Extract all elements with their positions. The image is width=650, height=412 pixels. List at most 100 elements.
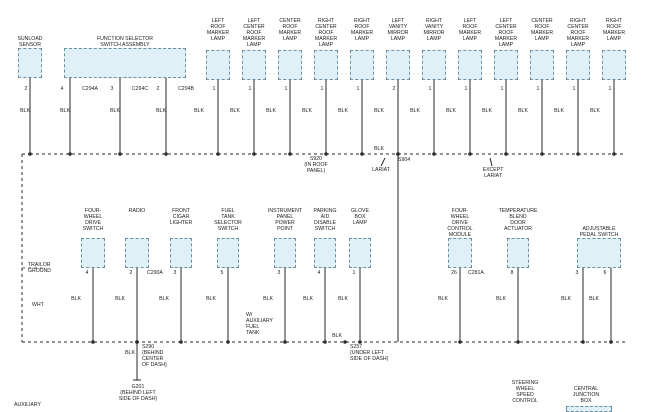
wire-color-label: BLK	[71, 296, 81, 302]
lamp-box-2	[278, 50, 302, 80]
splice-s290-label: S290 (BEHIND CENTER OF DASH)	[142, 344, 167, 368]
splice-dot	[343, 340, 347, 344]
wire-color-label: BLK	[446, 108, 456, 114]
lamp-label-8: LEFT CENTER ROOF MARKER LAMP	[494, 18, 518, 48]
bottom-component-box-4	[274, 238, 296, 268]
lamp-box-4	[350, 50, 374, 80]
bottom-component-label-3: FUEL TANK SELECTOR SWITCH	[214, 208, 242, 232]
lariat-label: LARIAT	[372, 167, 390, 173]
bottom-component-box-3	[217, 238, 239, 268]
splice-dot	[516, 340, 520, 344]
wire-color-label: BLK	[60, 108, 70, 114]
pin-label: 3	[173, 270, 177, 276]
wire-color-label: BLK	[338, 296, 348, 302]
pin-label: 4	[85, 270, 89, 276]
lamp-label-11: RIGHT ROOF MARKER LAMP	[602, 18, 626, 42]
wire-color-label: BLK	[206, 296, 216, 302]
pin-label: 4	[317, 270, 321, 276]
bottom-component-box-2	[170, 238, 192, 268]
pin-label: 1	[248, 86, 252, 92]
steering-label: STEERING WHEEL SPEED CONTROL	[511, 380, 539, 404]
splice-s904-label: S904	[398, 157, 411, 163]
wire-color-label: BLK	[266, 108, 276, 114]
bottom-component-label-2: FRONT CIGAR LIGHTER	[169, 208, 193, 226]
lamp-label-0: LEFT ROOF MARKER LAMP	[206, 18, 230, 42]
wire-color-label: BLK	[302, 108, 312, 114]
pin-label: 1	[464, 86, 468, 92]
arrow-except-lariat	[489, 157, 493, 167]
splice-dot	[68, 152, 72, 156]
pin-label: 1	[536, 86, 540, 92]
bottom-component-label-6: GLOVE BOX LAMP	[351, 208, 369, 226]
lamp-label-4: RIGHT ROOF MARKER LAMP	[350, 18, 374, 42]
lamp-box-0	[206, 50, 230, 80]
connector-label: C294A	[82, 86, 98, 92]
pin-label: 1	[572, 86, 576, 92]
pin-label: 1	[608, 86, 612, 92]
wire-color-label: BLK	[482, 108, 492, 114]
pin-label: 1	[284, 86, 288, 92]
bottom-component-label-4: INSTRUMENT PANEL POWER POINT	[267, 208, 302, 232]
lamp-box-1	[242, 50, 266, 80]
pin-label: 2	[24, 86, 28, 92]
wire-color-label: BLK	[561, 296, 571, 302]
wire-color-label: BLK	[338, 108, 348, 114]
sunload-sensor-box	[18, 48, 42, 78]
wire-color-label: BLK	[20, 108, 30, 114]
function-selector-label: FUNCTION SELECTOR SWITCH ASSEMBLY	[96, 36, 154, 48]
pin-label: 2	[129, 270, 133, 276]
connector-label: C294B	[178, 86, 194, 92]
g201-label: G201 (BEHIND LEFT SIDE OF DASH)	[118, 384, 158, 402]
bottom-component-label-7: FOUR- WHEEL DRIVE CONTROL MODULE	[447, 208, 473, 238]
pin-label: 3	[277, 270, 281, 276]
wire-color-label: BLK	[589, 296, 599, 302]
arrow-lariat	[380, 157, 386, 167]
pin-label: 5	[220, 270, 224, 276]
aux-fuel-label: W/ AUXILIARY FUEL TANK	[246, 312, 274, 336]
wire-color-label: BLK	[159, 296, 169, 302]
pin-label: 6	[603, 270, 607, 276]
lamp-box-3	[314, 50, 338, 80]
wire-color-label: BLK	[230, 108, 240, 114]
splice-s257-label: S257 (UNDER LEFT SIDE OF DASH)	[350, 344, 389, 362]
lamp-box-7	[458, 50, 482, 80]
sunload-sensor-label: SUNLOAD SENSOR	[17, 36, 43, 48]
lamp-label-6: RIGHT VANITY MIRROR LAMP	[423, 18, 445, 42]
bottom-component-box-1	[125, 238, 149, 268]
pin-label: 1	[356, 86, 360, 92]
pin-label: 8	[510, 270, 514, 276]
connector-label: C290A	[147, 270, 163, 276]
pin-label: 26	[451, 270, 457, 276]
bottom-component-box-5	[314, 238, 336, 268]
splice-dot	[283, 340, 287, 344]
splice-dot	[164, 152, 168, 156]
splice-s920-label: S920 (IN ROOF PANEL)	[304, 156, 328, 174]
lamp-label-2: CENTER ROOF MARKER LAMP	[278, 18, 302, 42]
bottom-component-label-5: PARKING AID DISABLE SWITCH	[313, 208, 337, 232]
wire-color-label: BLK	[156, 108, 166, 114]
pin-label: 3	[110, 86, 114, 92]
bottom-component-label-1: RADIO	[128, 208, 146, 214]
lamp-box-10	[566, 50, 590, 80]
lamp-box-8	[494, 50, 518, 80]
pin-label: 2	[156, 86, 160, 92]
wire-color-label: BLK	[554, 108, 564, 114]
lamp-label-1: LEFT CENTER ROOF MARKER LAMP	[242, 18, 266, 48]
wire-color-label: BLK	[518, 108, 528, 114]
central-box-partial	[566, 406, 612, 412]
wire-color-label: BLK	[303, 296, 313, 302]
connector-label: C281A	[468, 270, 484, 276]
wire-color-label: BLK	[332, 333, 342, 339]
bottom-component-label-0: FOUR- WHEEL DRIVE SWITCH	[82, 208, 104, 232]
lamp-label-5: LEFT VANITY MIRROR LAMP	[387, 18, 409, 42]
bottom-component-box-7	[448, 238, 472, 268]
wire-color-label: BLK	[374, 108, 384, 114]
wht-label: WHT	[32, 302, 44, 308]
splice-dot	[396, 152, 400, 156]
wire-color-label: BLK	[110, 108, 120, 114]
wire-color-label: BLK	[438, 296, 448, 302]
lamp-box-11	[602, 50, 626, 80]
central-box-label: CENTRAL JUNCTION BOX	[572, 386, 600, 404]
